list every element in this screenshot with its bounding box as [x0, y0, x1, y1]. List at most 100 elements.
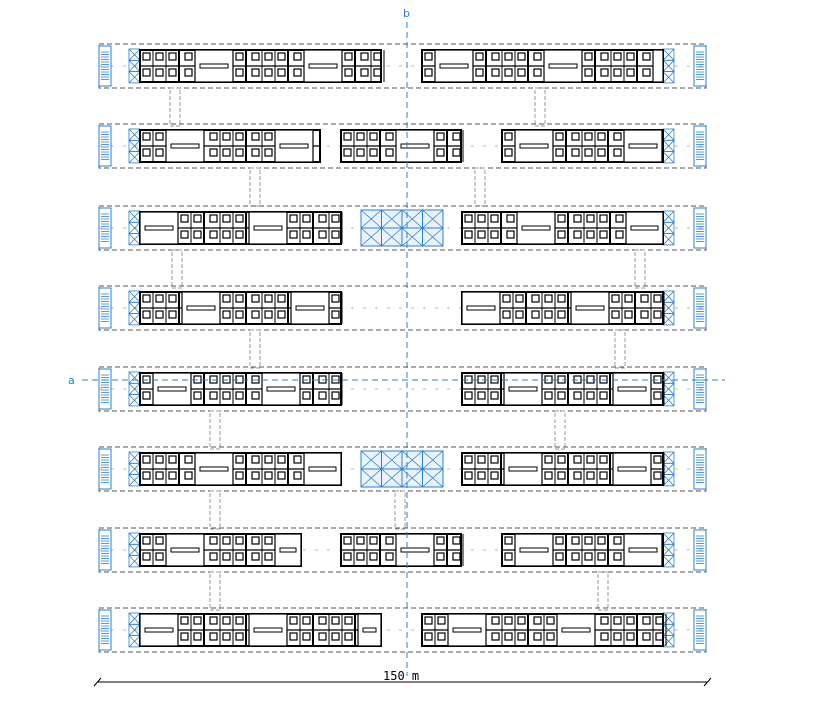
room-fixture	[331, 310, 340, 319]
table	[508, 466, 538, 472]
link-bridge	[614, 329, 626, 369]
room-fixture	[557, 294, 566, 303]
room-fixture	[586, 230, 595, 239]
room-fixture	[655, 616, 664, 625]
room-fixture	[369, 148, 378, 157]
atrium-cross	[381, 209, 403, 229]
room-fixture	[477, 230, 486, 239]
core-cross	[662, 635, 675, 648]
room-fixture	[142, 132, 151, 141]
room-fixture	[331, 391, 340, 400]
atrium-cross	[422, 209, 444, 229]
stair-icon	[98, 368, 112, 410]
core-cross	[662, 302, 675, 314]
atrium-cross	[401, 450, 423, 470]
room-fixture	[506, 230, 515, 239]
room-fixture	[613, 52, 622, 61]
room-fixture	[142, 310, 151, 319]
room-fixture	[251, 536, 260, 545]
room-fixture	[235, 310, 244, 319]
room-fixture	[209, 148, 218, 157]
room-fixture	[264, 455, 273, 464]
room-fixture	[504, 616, 513, 625]
room-fixture	[477, 455, 486, 464]
core-cross	[128, 128, 141, 141]
room-fixture	[491, 616, 500, 625]
room-fixture	[573, 391, 582, 400]
room-fixture	[533, 632, 542, 641]
room-fixture	[373, 52, 382, 61]
hall	[248, 613, 288, 647]
table	[144, 627, 174, 633]
core-cross	[128, 302, 141, 314]
room-fixture	[491, 632, 500, 641]
room-fixture	[515, 294, 524, 303]
room-fixture	[599, 230, 608, 239]
atrium-cross	[381, 227, 403, 247]
room-fixture	[531, 310, 540, 319]
room-fixture	[613, 632, 622, 641]
building-block	[340, 533, 464, 567]
room-fixture	[597, 132, 606, 141]
room-fixture	[209, 391, 218, 400]
room-fixture	[235, 148, 244, 157]
room-fixture	[277, 294, 286, 303]
room-fixture	[424, 52, 433, 61]
room-fixture	[555, 552, 564, 561]
room-fixture	[331, 214, 340, 223]
room-fixture	[222, 632, 231, 641]
room-fixture	[533, 68, 542, 77]
room-fixture	[424, 616, 433, 625]
core-cross	[662, 532, 675, 545]
table	[400, 547, 430, 553]
building-block	[139, 372, 343, 406]
room-fixture	[142, 148, 151, 157]
room-fixture	[222, 536, 231, 545]
link-bridge	[249, 167, 261, 207]
table	[452, 627, 482, 633]
core-cross	[128, 383, 141, 395]
atrium-cross	[401, 468, 423, 488]
room-fixture	[222, 294, 231, 303]
table	[279, 143, 309, 149]
room-fixture	[331, 230, 340, 239]
link-bridge	[597, 571, 609, 611]
building-rows	[98, 43, 707, 653]
room-fixture	[155, 52, 164, 61]
room-fixture	[517, 52, 526, 61]
room-fixture	[235, 391, 244, 400]
room-fixture	[344, 68, 353, 77]
hall	[194, 49, 234, 83]
building-row	[98, 527, 707, 611]
room-fixture	[184, 68, 193, 77]
room-fixture	[599, 455, 608, 464]
table	[308, 466, 337, 472]
room-fixture	[599, 391, 608, 400]
hall	[395, 533, 435, 567]
room-fixture	[584, 552, 593, 561]
core-cross	[662, 140, 675, 152]
table	[253, 225, 283, 231]
room-fixture	[640, 294, 649, 303]
room-fixture	[613, 536, 622, 545]
room-fixture	[235, 294, 244, 303]
stair-icon	[693, 368, 707, 410]
building-row	[98, 285, 707, 369]
room-fixture	[302, 632, 311, 641]
core-cross	[662, 383, 675, 395]
room-fixture	[424, 68, 433, 77]
stair-icon	[98, 448, 112, 490]
room-fixture	[235, 214, 244, 223]
room-fixture	[504, 552, 513, 561]
room-fixture	[235, 132, 244, 141]
room-fixture	[251, 52, 260, 61]
building-block	[461, 372, 665, 406]
room-fixture	[624, 310, 633, 319]
room-fixture	[600, 52, 609, 61]
hall	[248, 211, 288, 245]
room-fixture	[626, 68, 635, 77]
core-cross	[662, 612, 675, 625]
stair-icon	[693, 609, 707, 651]
room-fixture	[557, 391, 566, 400]
hall	[516, 211, 556, 245]
